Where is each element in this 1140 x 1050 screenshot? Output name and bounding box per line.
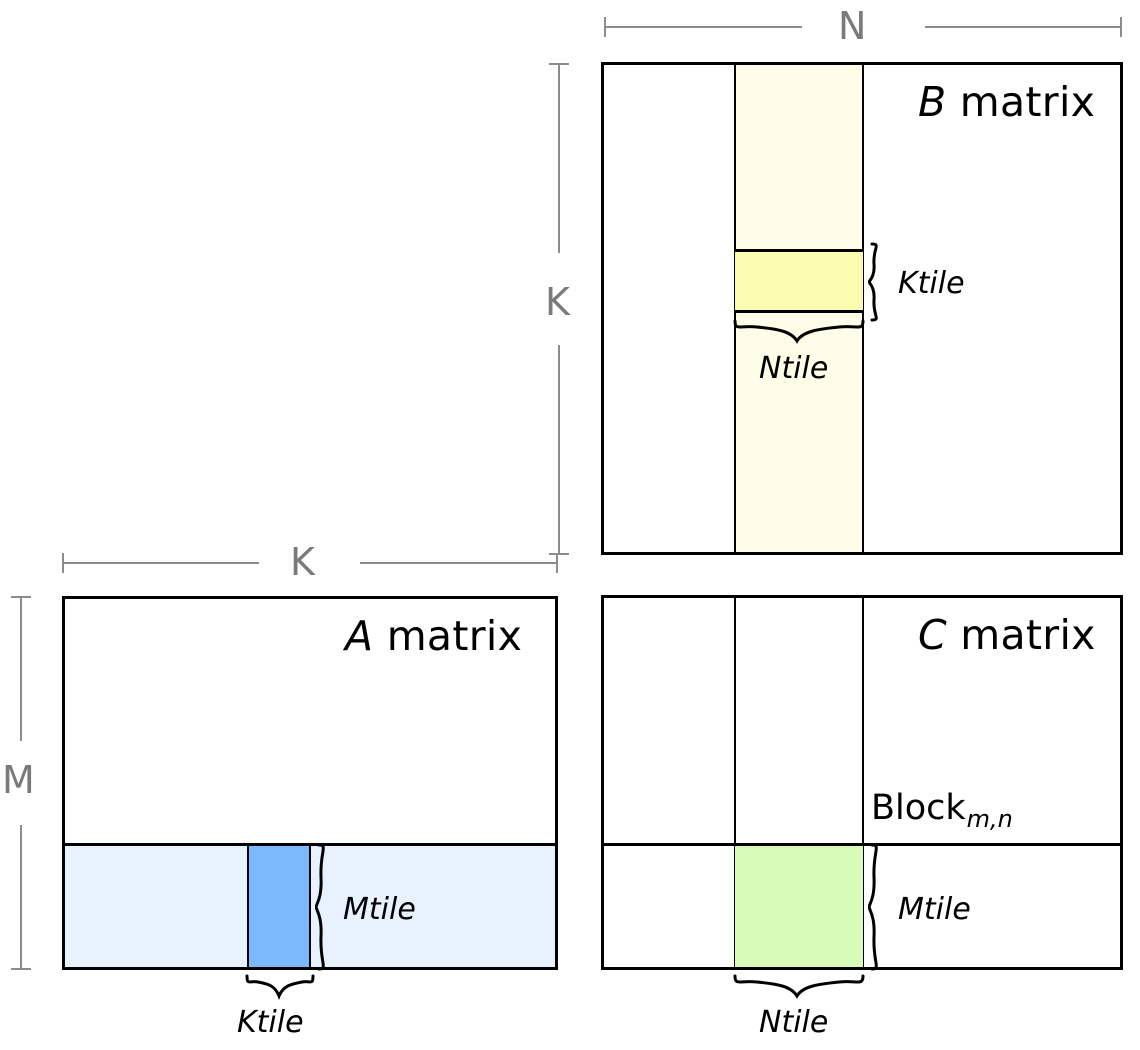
m-vertical-rule-top — [20, 596, 22, 741]
m-vertical-cap-top — [11, 596, 31, 598]
c-matrix-column-divider-right — [862, 598, 864, 967]
c-matrix-block-label-base: Block — [871, 788, 966, 828]
b-matrix-title: B matrix — [918, 78, 1095, 126]
b-matrix-title-suffix: matrix — [946, 78, 1096, 126]
a-matrix-title-suffix: matrix — [373, 612, 523, 660]
n-dimension-rule-right — [925, 26, 1122, 28]
c-matrix-ntile-brace — [733, 972, 865, 1000]
a-matrix-ktile-block — [247, 846, 311, 967]
k-vertical-rule-bottom — [558, 345, 560, 555]
b-matrix-ktile-block — [735, 249, 863, 313]
c-matrix-row-divider — [601, 843, 1123, 846]
a-matrix-mtile-label: Mtile — [343, 892, 416, 927]
b-matrix-ktile-label: Ktile — [898, 266, 965, 301]
k-vertical-cap-top — [549, 63, 569, 65]
k-horizontal-label: K — [290, 540, 315, 584]
b-matrix-column-divider-right — [862, 65, 864, 552]
a-matrix-ktile-label: Ktile — [237, 1005, 304, 1040]
c-matrix-column-divider-left — [734, 598, 736, 967]
m-vertical-label: M — [2, 758, 35, 802]
k-vertical-rule-top — [558, 63, 560, 253]
c-matrix-mtile-label: Mtile — [898, 892, 971, 927]
a-matrix-mtile-brace — [315, 843, 341, 971]
c-matrix-block-mn — [735, 846, 863, 967]
c-matrix-mtile-brace — [868, 843, 894, 971]
k-horizontal-cap-right — [556, 553, 558, 573]
b-matrix-ktile-brace — [868, 242, 894, 322]
m-vertical-rule-bottom — [20, 825, 22, 970]
k-horizontal-cap-left — [62, 553, 64, 573]
a-matrix-ktile-brace — [245, 972, 315, 1000]
c-matrix-block-label-subscript: m,n — [966, 805, 1013, 833]
m-vertical-cap-bottom — [11, 968, 31, 970]
c-matrix-block-label: Blockm,n — [871, 788, 1013, 833]
c-matrix-ntile-label: Ntile — [759, 1005, 829, 1040]
n-dimension-cap-left — [604, 17, 606, 37]
c-matrix-title: C matrix — [918, 611, 1096, 659]
c-matrix-title-suffix: matrix — [946, 611, 1096, 659]
a-matrix-title: A matrix — [345, 612, 522, 660]
b-matrix-ntile-brace — [733, 317, 865, 345]
c-matrix-title-variable: C — [918, 611, 947, 659]
n-dimension-cap-right — [1120, 17, 1122, 37]
k-vertical-cap-bottom — [549, 553, 569, 555]
a-matrix-row-divider — [62, 843, 558, 846]
k-vertical-label: K — [545, 280, 570, 324]
k-horizontal-rule-right — [360, 562, 557, 564]
b-matrix-title-variable: B — [918, 78, 947, 126]
n-dimension-label: N — [838, 4, 867, 48]
b-matrix-ntile-label: Ntile — [759, 351, 829, 386]
k-horizontal-rule-left — [62, 562, 259, 564]
n-dimension-rule-left — [604, 26, 802, 28]
a-matrix-title-variable: A — [345, 612, 374, 660]
